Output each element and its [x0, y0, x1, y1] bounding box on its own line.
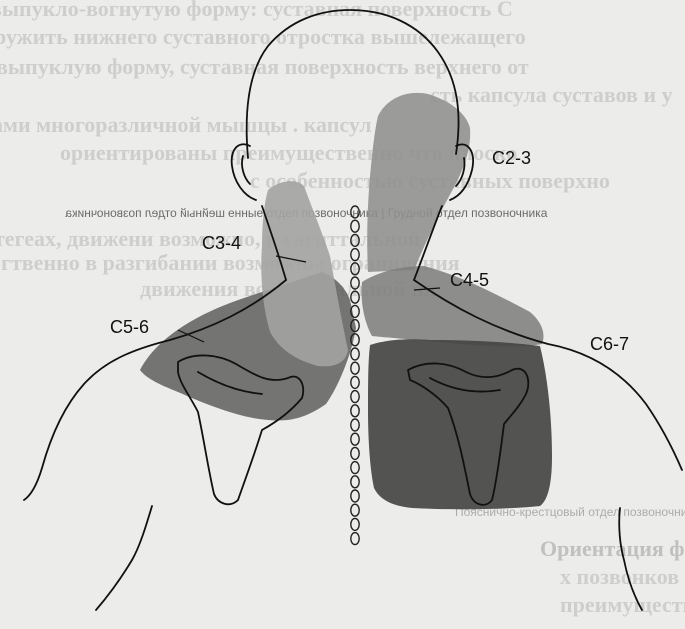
spinous-process	[351, 504, 359, 516]
spinous-process	[351, 391, 359, 403]
zone-c2-3	[367, 93, 470, 272]
spinous-process	[351, 462, 359, 474]
spinous-process	[351, 476, 359, 488]
label-c4-5: C4-5	[450, 270, 489, 290]
spinous-process	[351, 348, 359, 360]
spinous-process	[351, 518, 359, 530]
spinous-process	[351, 490, 359, 502]
spinous-process	[351, 447, 359, 459]
spinous-process	[351, 362, 359, 374]
bg-line-4: сть капсула суставов и у	[430, 82, 673, 107]
zone-c6-7	[368, 339, 552, 509]
bg-line-12: х позвонков	[560, 564, 679, 589]
bg-line-1: выпукло-вогнутую форму: суставная поверх…	[0, 0, 513, 21]
bg-line-11: Ориентация фасеточных суставов шейном гр…	[540, 536, 685, 561]
bg-line-13: преимущественно фронтальная ориентация п…	[560, 592, 685, 617]
spinous-process	[351, 533, 359, 545]
label-c3-4: C3-4	[202, 233, 241, 253]
spinous-process	[351, 419, 359, 431]
label-c6-7: C6-7	[590, 334, 629, 354]
label-c5-6: C5-6	[110, 317, 149, 337]
left-arm-line	[96, 506, 152, 610]
spinous-process	[351, 376, 359, 388]
bg-line-2: ружить нижнего суставного отростка вышел…	[0, 24, 526, 49]
bg-line-5: ами многоразличной мышцы . капсул	[0, 112, 372, 137]
spinous-process	[351, 405, 359, 417]
spinous-process	[351, 433, 359, 445]
label-c2-3: C2-3	[492, 148, 531, 168]
bg-caption-mirrored: шейный отдел позвоночника	[65, 206, 225, 220]
